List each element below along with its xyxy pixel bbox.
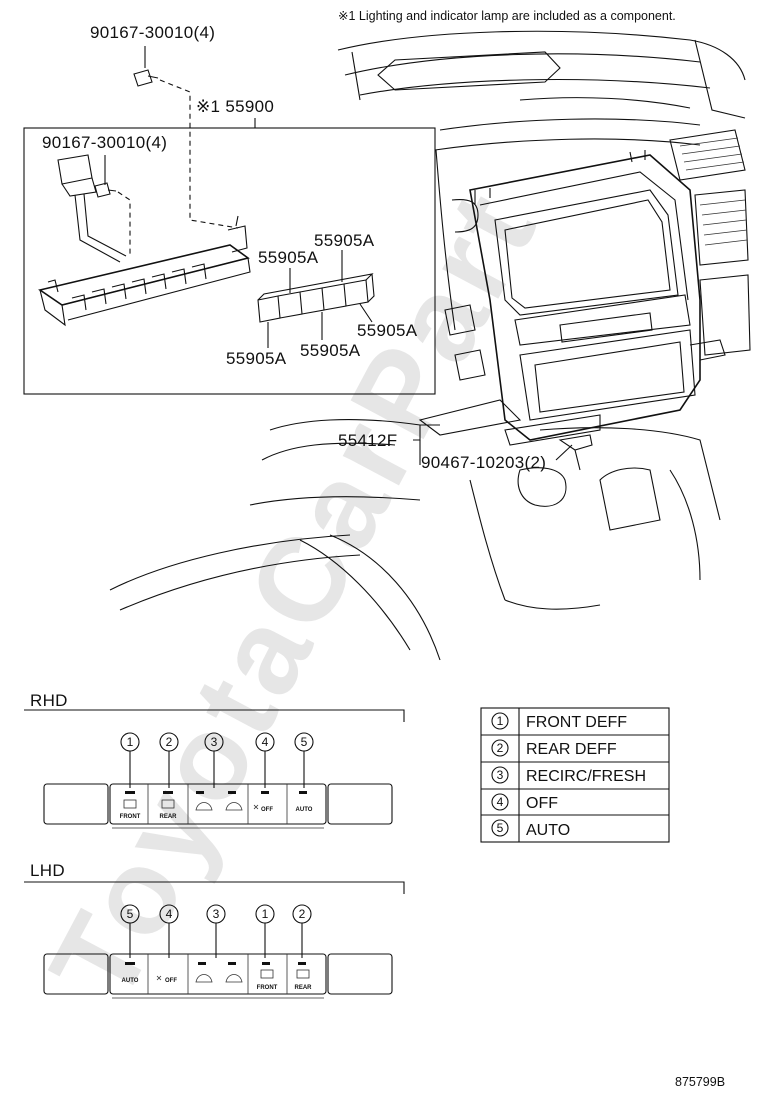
lhd-callout-1: 1: [262, 907, 269, 921]
part-number-knob-4: 55905A: [300, 341, 361, 360]
legend-num-3: 3: [497, 768, 504, 782]
lhd-callout-3: 3: [213, 907, 220, 921]
lhd-callout-2: 2: [299, 907, 306, 921]
legend-label-4: OFF: [526, 795, 558, 812]
legend-num-4: 4: [497, 795, 504, 809]
lhd-button-icons: AUTO OFF FRONT REAR: [122, 962, 312, 991]
part-number-knob-3: 55905A: [357, 321, 418, 340]
part-number-clip: 90467-10203(2): [421, 453, 546, 472]
recirc-icon: [195, 974, 213, 983]
part-number-assembly: ※1 55900: [196, 97, 274, 116]
front-defrost-icon: [123, 799, 137, 809]
rhd-button-icons: FRONT REAR OFF AUTO: [120, 791, 313, 820]
component-note: ※1 Lighting and indicator lamp are inclu…: [338, 9, 676, 23]
rhd-off-label: OFF: [261, 807, 273, 813]
rhd-title: RHD: [30, 691, 68, 710]
lhd-callouts: 5 4 3 1 2: [120, 904, 312, 958]
assembly-detail-box: [23, 127, 436, 395]
part-number-knob-2: 55905A: [258, 248, 319, 267]
rear-defrost-icon: [161, 799, 175, 809]
fan-icon: [156, 975, 162, 981]
legend-num-1: 1: [497, 714, 504, 728]
center-panel-illustration: [418, 150, 726, 471]
screw-inner-icon: [94, 182, 117, 198]
legend-label-3: RECIRC/FRESH: [526, 768, 646, 785]
lhd-auto-label: AUTO: [122, 978, 139, 984]
recirc-icon: [195, 802, 213, 811]
rhd-callout-2: 2: [166, 735, 173, 749]
lhd-title: LHD: [30, 861, 65, 880]
legend-label-2: REAR DEFF: [526, 741, 617, 758]
knob-set: [257, 273, 375, 323]
lhd-switch-panel: [43, 953, 393, 999]
figure-id: 875799B: [675, 1075, 725, 1089]
rhd-callouts: 1 2 3 4 5: [120, 732, 314, 788]
lhd-front-label: FRONT: [257, 985, 278, 991]
lhd-off-label: OFF: [165, 978, 177, 984]
legend-num-2: 2: [497, 741, 504, 755]
rhd-switch-panel: [43, 783, 393, 829]
switch-assembly-body: [38, 215, 251, 327]
fan-icon: [253, 804, 259, 810]
lhd-callout-5: 5: [127, 907, 134, 921]
part-number-knob-1: 55905A: [314, 231, 375, 250]
fresh-air-icon: [225, 802, 243, 811]
front-defrost-icon: [260, 969, 274, 979]
dashboard-illustration: [109, 30, 751, 661]
legend-label-1: FRONT DEFF: [526, 714, 627, 731]
lhd-callout-4: 4: [166, 907, 173, 921]
fresh-air-icon: [225, 974, 243, 983]
rhd-callout-3: 3: [211, 735, 218, 749]
legend-label-5: AUTO: [526, 822, 570, 839]
part-number-screw-top: 90167-30010(4): [90, 23, 215, 42]
rhd-callout-5: 5: [301, 735, 308, 749]
legend-table: 1 FRONT DEFF 2 REAR DEFF 3 RECIRC/FRESH …: [480, 707, 670, 843]
part-number-knob-5: 55905A: [226, 349, 287, 368]
part-number-panel: 55412F: [338, 431, 397, 450]
legend-num-5: 5: [497, 821, 504, 835]
wire-harness-connector: [57, 154, 127, 263]
rhd-front-label: FRONT: [120, 814, 141, 820]
rhd-rear-label: REAR: [159, 814, 177, 820]
screw-top-icon: [133, 69, 159, 87]
rhd-callout-1: 1: [127, 735, 134, 749]
part-number-screw-inner: 90167-30010(4): [42, 133, 167, 152]
lhd-rear-label: REAR: [294, 985, 312, 991]
rhd-callout-4: 4: [262, 735, 269, 749]
rear-defrost-icon: [296, 969, 310, 979]
rhd-auto-label: AUTO: [296, 807, 313, 813]
